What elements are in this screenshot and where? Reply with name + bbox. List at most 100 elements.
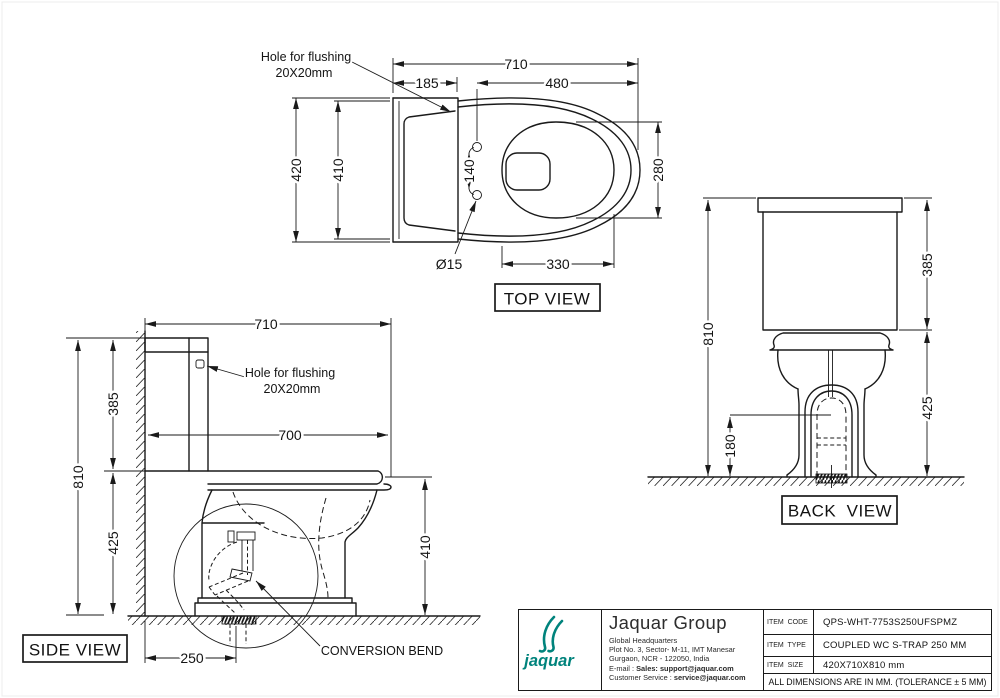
hinge-hole-top (472, 142, 482, 152)
pedestal-arch-inner (810, 390, 853, 478)
flush-pipe (828, 350, 833, 397)
dim-side-250: 250 (144, 620, 237, 669)
dim-text: 480 (545, 75, 569, 91)
trap-hidden (318, 497, 329, 599)
service-label: Customer Service : (609, 672, 674, 682)
dim-text: 330 (546, 256, 570, 272)
tolerance-row: ALL DIMENSIONS ARE IN MM. (TOLERANCE ± 5… (764, 674, 991, 690)
jaquar-logo: jaquar (519, 610, 602, 690)
company-info: Jaquar Group Global Headquarters Plot No… (602, 610, 764, 690)
item-table: ITEM CODE QPS-WHT-7753S250UFSPMZ ITEM TY… (764, 610, 991, 690)
dim-back-385: 385 (899, 197, 938, 331)
dim-side-810: 810 (68, 340, 89, 614)
water-spot (505, 152, 551, 191)
ground-hatching (648, 477, 964, 486)
view-label-text: BACK VIEW (788, 502, 892, 521)
dim-text: 810 (70, 465, 86, 489)
bend-text: CONVERSION BEND (321, 644, 443, 658)
dim-side-700: 700 (148, 425, 388, 446)
dim-top-410: 410 (328, 100, 390, 240)
pedestal-arch-outer (804, 384, 859, 478)
bowl-front (344, 489, 378, 599)
dim-text: 410 (330, 158, 346, 182)
ground-hatching (128, 616, 480, 625)
diameter-text: Ø15 (436, 256, 463, 272)
flush-hole-note-top: Hole for flushing 20X20mm (259, 48, 452, 113)
tolerance-note: ALL DIMENSIONS ARE IN MM. (TOLERANCE ± 5… (768, 677, 987, 687)
dim-text: 420 (288, 158, 304, 182)
dim-side-425: 425 (66, 473, 124, 616)
cistern-lid (757, 197, 903, 213)
address-line3: Gurgaon, NCR - 122050, India (609, 654, 710, 664)
logo-wordmark: jaquar (522, 652, 575, 670)
conversion-bend-label: CONVERSION BEND (255, 580, 445, 660)
item-size-row: ITEM SIZE 420X710X810 mm (764, 657, 991, 674)
dim-top-480: 480 (476, 73, 638, 141)
seat-deck (144, 470, 392, 491)
dim-text: 710 (504, 56, 528, 72)
view-label-text: SIDE VIEW (29, 641, 121, 660)
bowl-cavity-hidden (232, 491, 371, 540)
diameter-label: Ø15 (433, 200, 477, 275)
jaquar-logo-icon: jaquar (522, 615, 575, 670)
side-view-drawing (127, 330, 481, 649)
cistern-body (762, 211, 898, 331)
floor-outlet (221, 615, 257, 625)
view-label-text: TOP VIEW (504, 290, 591, 309)
dim-text: 425 (919, 396, 935, 420)
note-line2: 20X20mm (276, 66, 333, 80)
dim-text: 280 (650, 158, 666, 182)
side-view-label: SIDE VIEW (22, 634, 128, 663)
item-code-label: ITEM CODE (764, 610, 814, 634)
seat-opening (501, 121, 615, 219)
bowl-bulge (777, 349, 886, 390)
dim-text: 710 (254, 316, 278, 332)
trap-hidden (816, 397, 847, 477)
top-view: 710 185 480 420 410 140 (259, 48, 669, 312)
dim-text: 410 (417, 535, 433, 559)
wall-hatching (136, 331, 145, 616)
back-view-label: BACK VIEW (781, 495, 898, 525)
dim-back-425: 425 (917, 332, 938, 476)
dim-text: 810 (700, 322, 716, 346)
dim-text: 250 (180, 650, 204, 666)
top-view-label: TOP VIEW (494, 283, 601, 312)
pedestal-outer (786, 388, 877, 478)
email-line: E-mail : Sales: support@jaquar.com (609, 664, 763, 673)
dim-text: 700 (278, 427, 302, 443)
service-value: service@jaquar.com (673, 672, 746, 682)
tank-interior (403, 110, 456, 232)
dim-back-180: 180 (720, 414, 831, 476)
dim-text: 385 (105, 392, 121, 416)
dim-side-385: 385 (66, 337, 150, 472)
dim-top-330: 330 (501, 214, 615, 275)
dim-top-280: 280 (576, 121, 669, 219)
item-code-row: ITEM CODE QPS-WHT-7753S250UFSPMZ (764, 610, 991, 635)
cistern-lid (144, 337, 209, 353)
dim-top-420: 420 (286, 97, 390, 243)
email-value: Sales: support@jaquar.com (636, 663, 734, 673)
item-code-value: QPS-WHT-7753S250UFSPMZ (823, 616, 958, 628)
item-type-label: ITEM TYPE (764, 635, 814, 656)
note-line1: Hole for flushing (245, 366, 335, 380)
item-size-label: ITEM SIZE (764, 657, 814, 673)
dim-text: 385 (919, 253, 935, 277)
flush-hole (195, 359, 205, 369)
dim-back-810: 810 (698, 197, 756, 476)
title-block: jaquar Jaquar Group Global Headquarters … (518, 609, 992, 691)
dim-text: 425 (105, 531, 121, 555)
back-view: 810 385 425 180 BACK VIEW (647, 197, 965, 525)
item-size-value: 420X710X810 mm (823, 659, 905, 671)
dim-side-410: 410 (385, 476, 436, 615)
cistern-body (188, 337, 209, 472)
dim-text: 180 (722, 434, 738, 458)
item-type-value: COUPLED WC S-TRAP 250 MM (823, 640, 967, 651)
address-line1: Global Headquarters (609, 636, 678, 645)
hinge-hole-bottom (472, 190, 482, 200)
email-label: E-mail : (609, 663, 637, 673)
dim-top-185: 185 (393, 73, 458, 94)
address-line2: Plot No. 3, Sector- M-11, IMT Manesar (609, 645, 736, 655)
dim-top-140: 140 (459, 147, 480, 195)
lid-outline (457, 97, 641, 243)
